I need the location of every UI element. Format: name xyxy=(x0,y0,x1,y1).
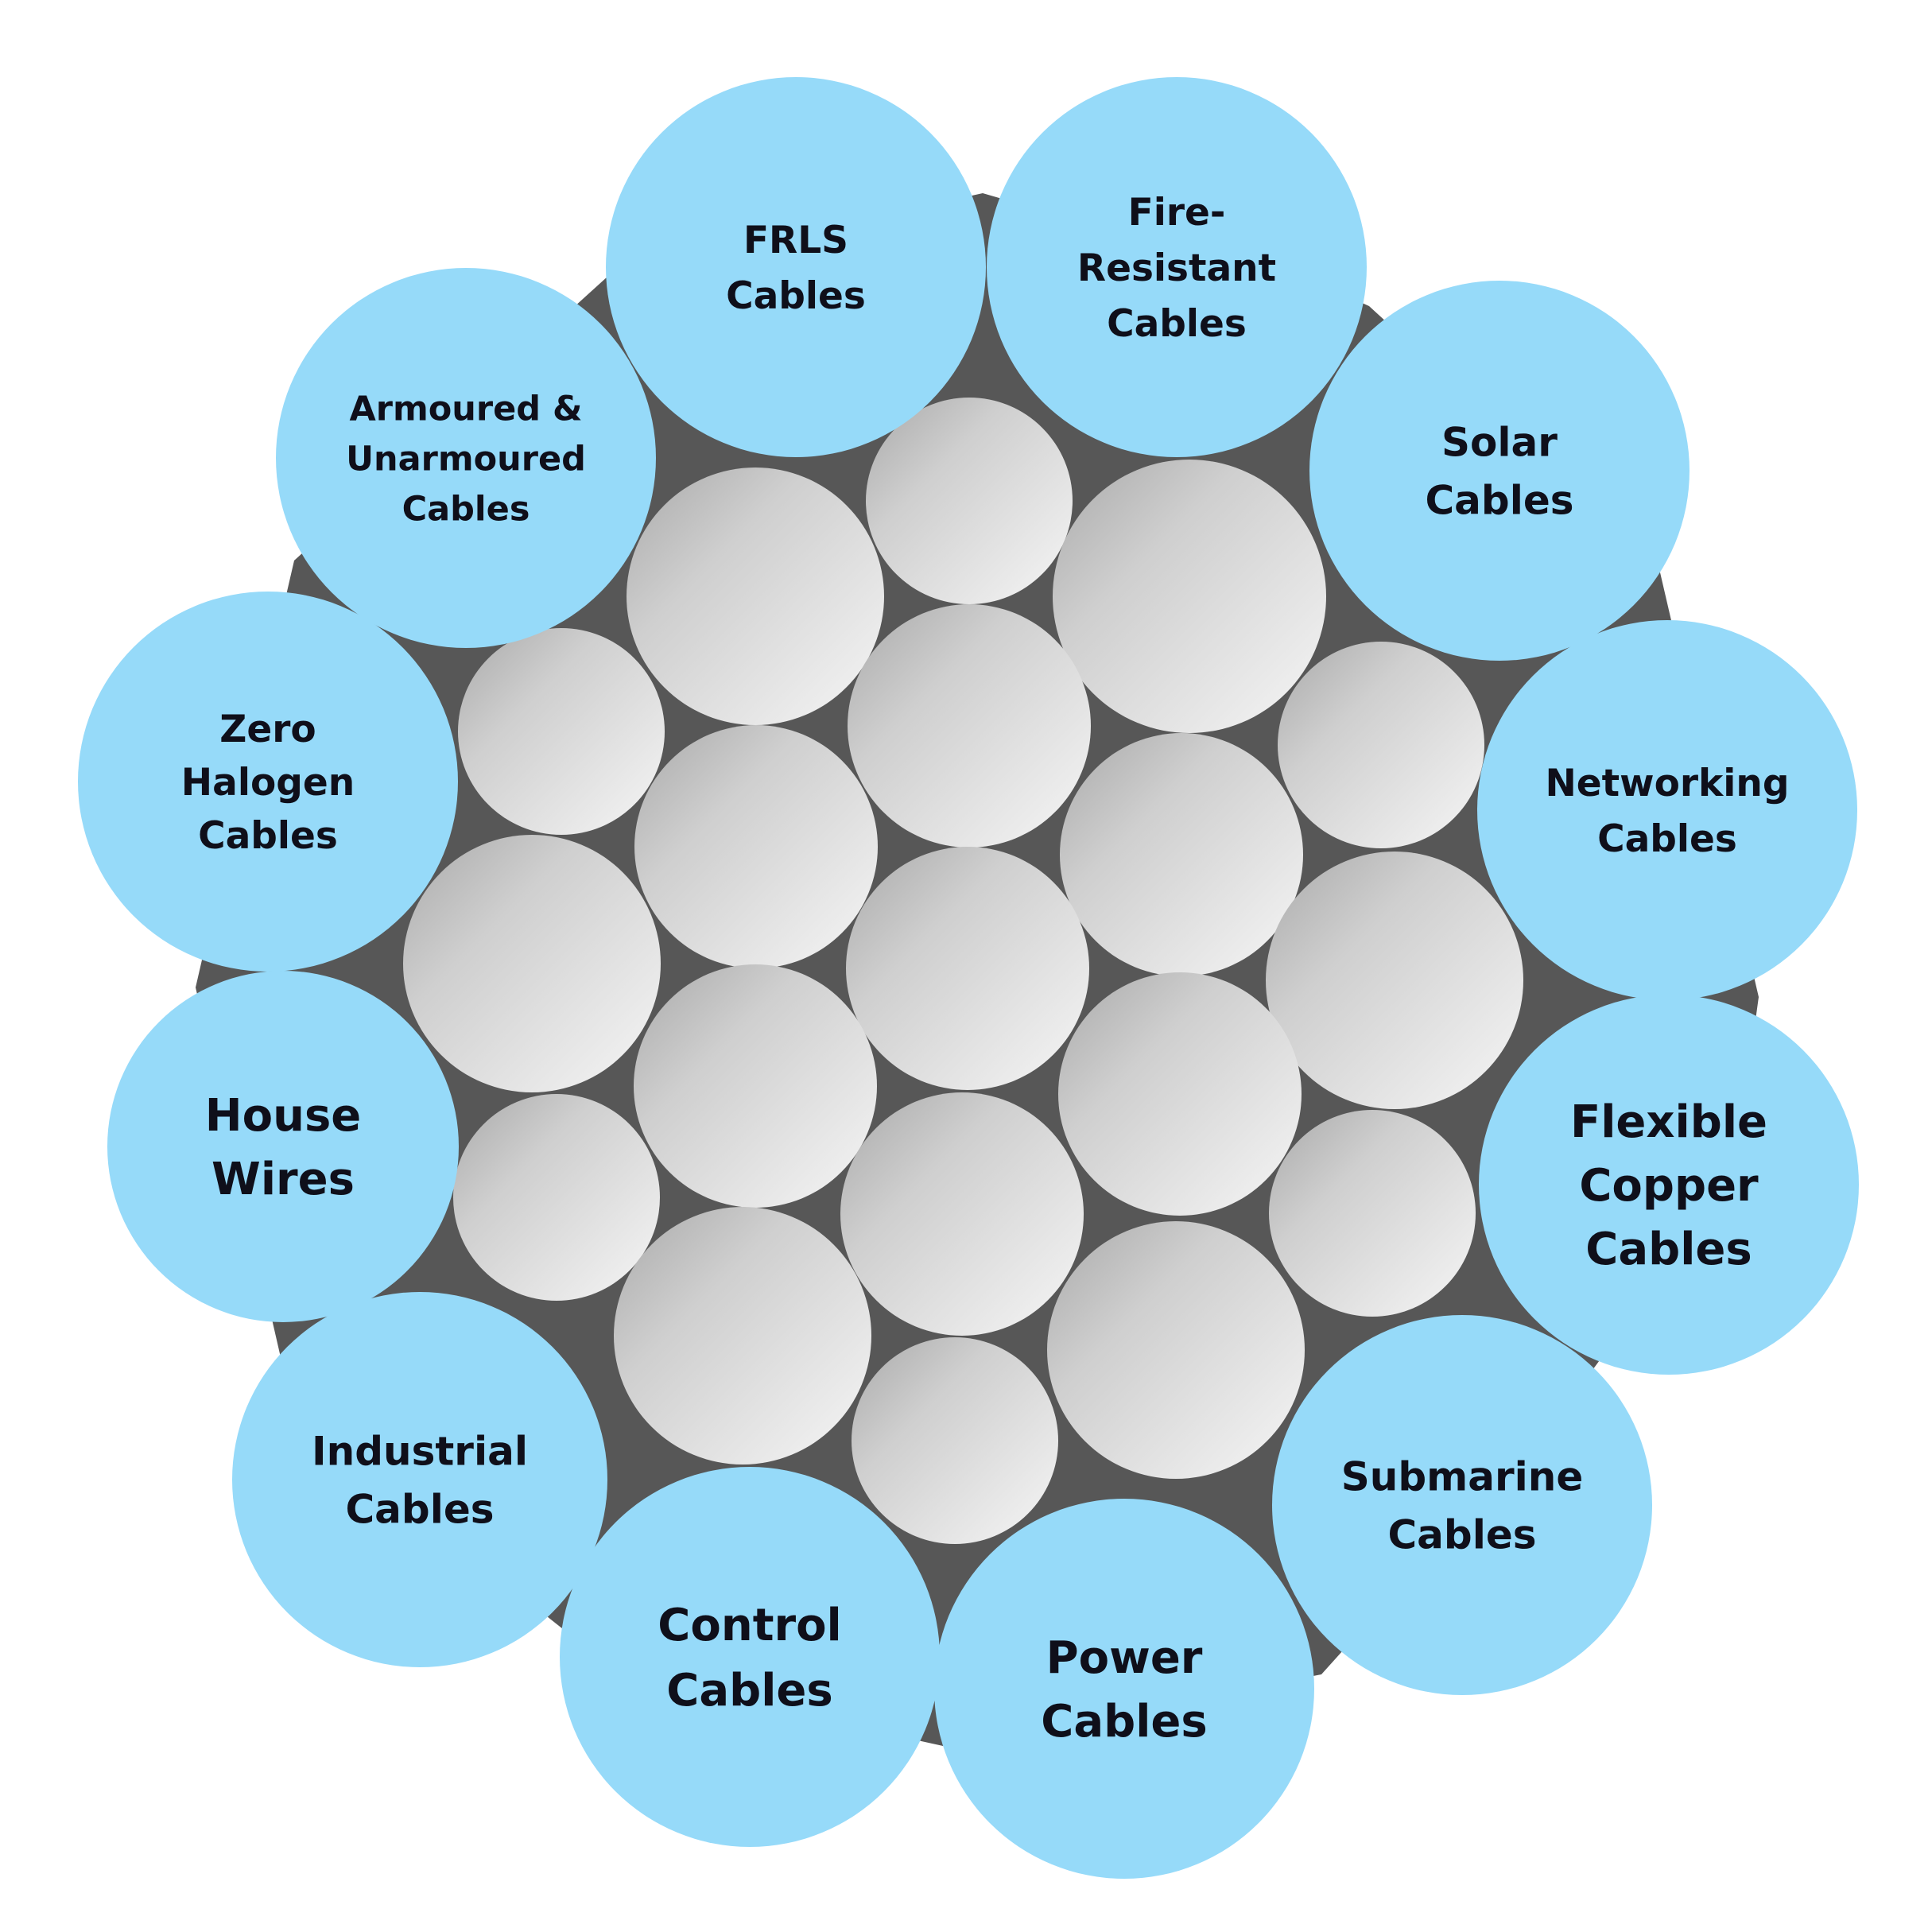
conductor-strand xyxy=(1053,460,1326,733)
category-label-line: Copper xyxy=(1579,1160,1759,1212)
conductor-strand xyxy=(453,1094,660,1301)
conductor-strand xyxy=(1269,1110,1476,1317)
category-circle xyxy=(606,77,986,457)
category-frls: FRLS Cables xyxy=(606,77,986,457)
category-label-line: Cables xyxy=(198,814,338,858)
category-label-line: Cables xyxy=(1585,1224,1752,1275)
category-label-line: Submarine xyxy=(1341,1454,1584,1500)
category-circle xyxy=(560,1467,940,1847)
category-circle xyxy=(1479,995,1859,1375)
conductor-strand xyxy=(634,964,877,1208)
conductor-strand xyxy=(1266,852,1523,1109)
category-label-line: Cables xyxy=(726,274,866,318)
category-label-line: House xyxy=(205,1090,362,1142)
category-label-line: Networking xyxy=(1545,762,1789,805)
category-label-line: Unarmoured xyxy=(346,439,586,479)
cable-categories: FRLSCablesFire-ResistantCablesSolarCable… xyxy=(78,77,1859,1879)
conductor-strand xyxy=(634,725,878,968)
conductor-strand xyxy=(458,628,665,835)
category-label-line: Control xyxy=(658,1600,842,1651)
category-label-line: Cables xyxy=(1387,1512,1536,1558)
category-circle xyxy=(1309,281,1690,661)
conductor-strand xyxy=(403,835,661,1092)
category-label-line: Cables xyxy=(1597,817,1737,861)
category-circle xyxy=(276,268,656,648)
category-label-line: Cables xyxy=(402,489,530,529)
category-label-line: Cables xyxy=(345,1487,494,1533)
conductor-strand xyxy=(627,467,884,725)
category-label-line: Fire- xyxy=(1128,191,1226,235)
category-circle xyxy=(934,1499,1314,1879)
conductor-strand xyxy=(866,398,1073,604)
category-label-line: Flexible xyxy=(1570,1096,1767,1148)
category-label-line: Cables xyxy=(1425,478,1573,524)
conductor-strands xyxy=(403,398,1523,1544)
category-circle xyxy=(987,77,1367,457)
category-label-line: Cables xyxy=(1041,1696,1207,1748)
category-label-line: Resistant xyxy=(1077,246,1276,290)
category-label-line: Halogen xyxy=(181,761,355,805)
conductor-strand xyxy=(1058,972,1302,1216)
conductor-strand xyxy=(1047,1221,1305,1479)
category-label-line: Solar xyxy=(1441,420,1558,466)
conductor-strand xyxy=(846,847,1089,1090)
category-circle xyxy=(78,592,458,972)
category-circle xyxy=(107,971,459,1322)
conductor-strand xyxy=(848,604,1091,848)
category-circle xyxy=(1477,620,1857,1000)
conductor-strand xyxy=(614,1207,871,1465)
category-label-line: Industrial xyxy=(312,1429,528,1475)
conductor-strand xyxy=(1060,733,1303,976)
category-label-line: FRLS xyxy=(743,219,848,262)
conductor-strand xyxy=(1278,642,1484,848)
category-label-line: Cables xyxy=(1107,302,1247,346)
category-label-line: Zero xyxy=(219,708,316,751)
conductor-strand xyxy=(840,1092,1084,1336)
conductor-strand xyxy=(852,1337,1058,1544)
category-label-line: Power xyxy=(1046,1632,1203,1684)
category-label-line: Armoured & xyxy=(349,389,582,429)
category-label-line: Wires xyxy=(211,1154,355,1205)
category-circle xyxy=(1272,1315,1652,1695)
category-label-line: Cables xyxy=(666,1665,832,1717)
category-circle xyxy=(232,1292,607,1667)
